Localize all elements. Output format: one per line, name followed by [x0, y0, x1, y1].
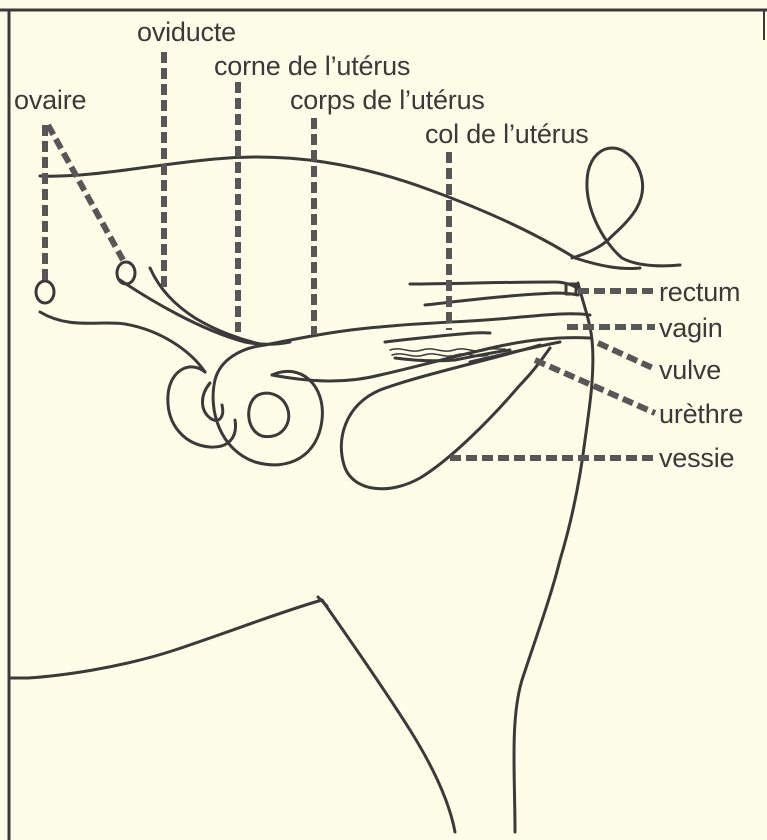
label-ovaire: ovaire: [14, 86, 86, 114]
frame: [0, 10, 767, 840]
tail: [572, 148, 680, 266]
label-vagin: vagin: [659, 314, 723, 342]
label-rectum: rectum: [659, 278, 740, 306]
rectum-tube: [410, 282, 580, 305]
label-vulve: vulve: [659, 356, 721, 384]
ovary-right: [117, 262, 135, 284]
leader-ovaire-2: [48, 125, 123, 260]
label-corps: corps de l’utérus: [290, 86, 485, 114]
leader-vulve: [598, 343, 655, 369]
ovary-left: [36, 281, 54, 303]
label-oviducte: oviducte: [137, 18, 236, 46]
body-outline: [10, 597, 455, 832]
leader-urethre: [535, 360, 655, 413]
label-urethre: urèthre: [659, 400, 743, 428]
bladder: [341, 342, 560, 489]
label-corne: corne de l’utérus: [214, 52, 410, 80]
label-col: col de l’utérus: [425, 120, 589, 148]
label-vessie: vessie: [659, 444, 734, 472]
uterine-horns: [40, 268, 322, 465]
ovaries: [36, 262, 135, 303]
spine-line: [40, 157, 640, 268]
